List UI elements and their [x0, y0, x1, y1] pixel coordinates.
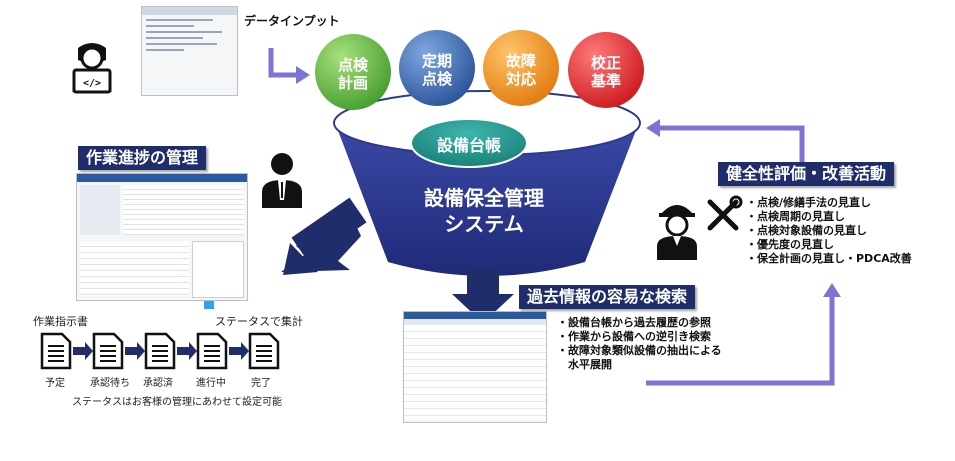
status-flow [40, 332, 280, 370]
developer-icon: </> [72, 43, 112, 94]
funnel-body [334, 120, 640, 276]
feedback-arrow-left [660, 125, 805, 162]
document-icon [40, 332, 72, 370]
improve-bullets: ・点検/修繕手法の見直し ・点検周期の見直し ・点検対象設備の見直し ・優先度の… [746, 196, 912, 265]
work-order-label: 作業指示書 [33, 315, 88, 328]
document-icon [92, 332, 124, 370]
businessman-icon [262, 153, 302, 208]
search-bullets: ・設備台帳から過去履歴の参照 ・作業から設備への逆引き検索 ・故障対象類似設備の… [557, 316, 722, 371]
flow-arrow [229, 342, 249, 360]
tools-icon [707, 195, 743, 231]
progress-screenshot [76, 173, 248, 301]
step-label-2: 承認待ち [90, 378, 130, 389]
search-title: 過去情報の容易な検索 [519, 285, 696, 309]
arrow-to-search [467, 268, 499, 296]
flow-arrow [177, 342, 197, 360]
document-icon [196, 332, 228, 370]
document-icon [144, 332, 176, 370]
ball-calibration-standard [568, 32, 644, 108]
ledger-label: 設備台帳 [436, 136, 501, 155]
ball-label-4: 校正基準 [590, 54, 621, 90]
ball-label-3: 故障対応 [505, 52, 536, 88]
status-note: ステータスはお客様の管理にあわせて設定可能 [72, 397, 282, 408]
step-label-4: 進行中 [196, 378, 226, 389]
flow-arrow [73, 342, 93, 360]
data-input-screenshot [141, 6, 238, 96]
search-screenshot [403, 311, 547, 423]
data-input-label: データインプット [244, 14, 340, 28]
step-label-3: 承認済 [143, 378, 173, 389]
improve-title: 健全性評価・改善活動 [718, 162, 895, 186]
svg-text:</>: </> [83, 78, 101, 89]
ball-failure-response [483, 30, 559, 106]
ball-label-2: 定期点検 [421, 52, 452, 88]
ball-inspection-plan [315, 34, 391, 110]
step-label-5: 完了 [251, 378, 271, 389]
status-count-label: ステータスで集計 [215, 315, 303, 328]
step-label-1: 予定 [45, 378, 65, 389]
document-icon [248, 332, 280, 370]
progress-title: 作業進捗の管理 [78, 146, 207, 170]
status-up-arrow [204, 299, 214, 309]
worker-icon [657, 205, 697, 260]
system-title: 設備保全管理 システム [424, 186, 544, 236]
data-input-arrow [268, 48, 296, 78]
flow-arrow [125, 342, 145, 360]
ledger-pill [410, 118, 528, 168]
ball-periodic-inspection [399, 30, 475, 106]
feedback-arrow-up [646, 297, 835, 386]
ball-label-1: 点検計画 [337, 56, 368, 92]
